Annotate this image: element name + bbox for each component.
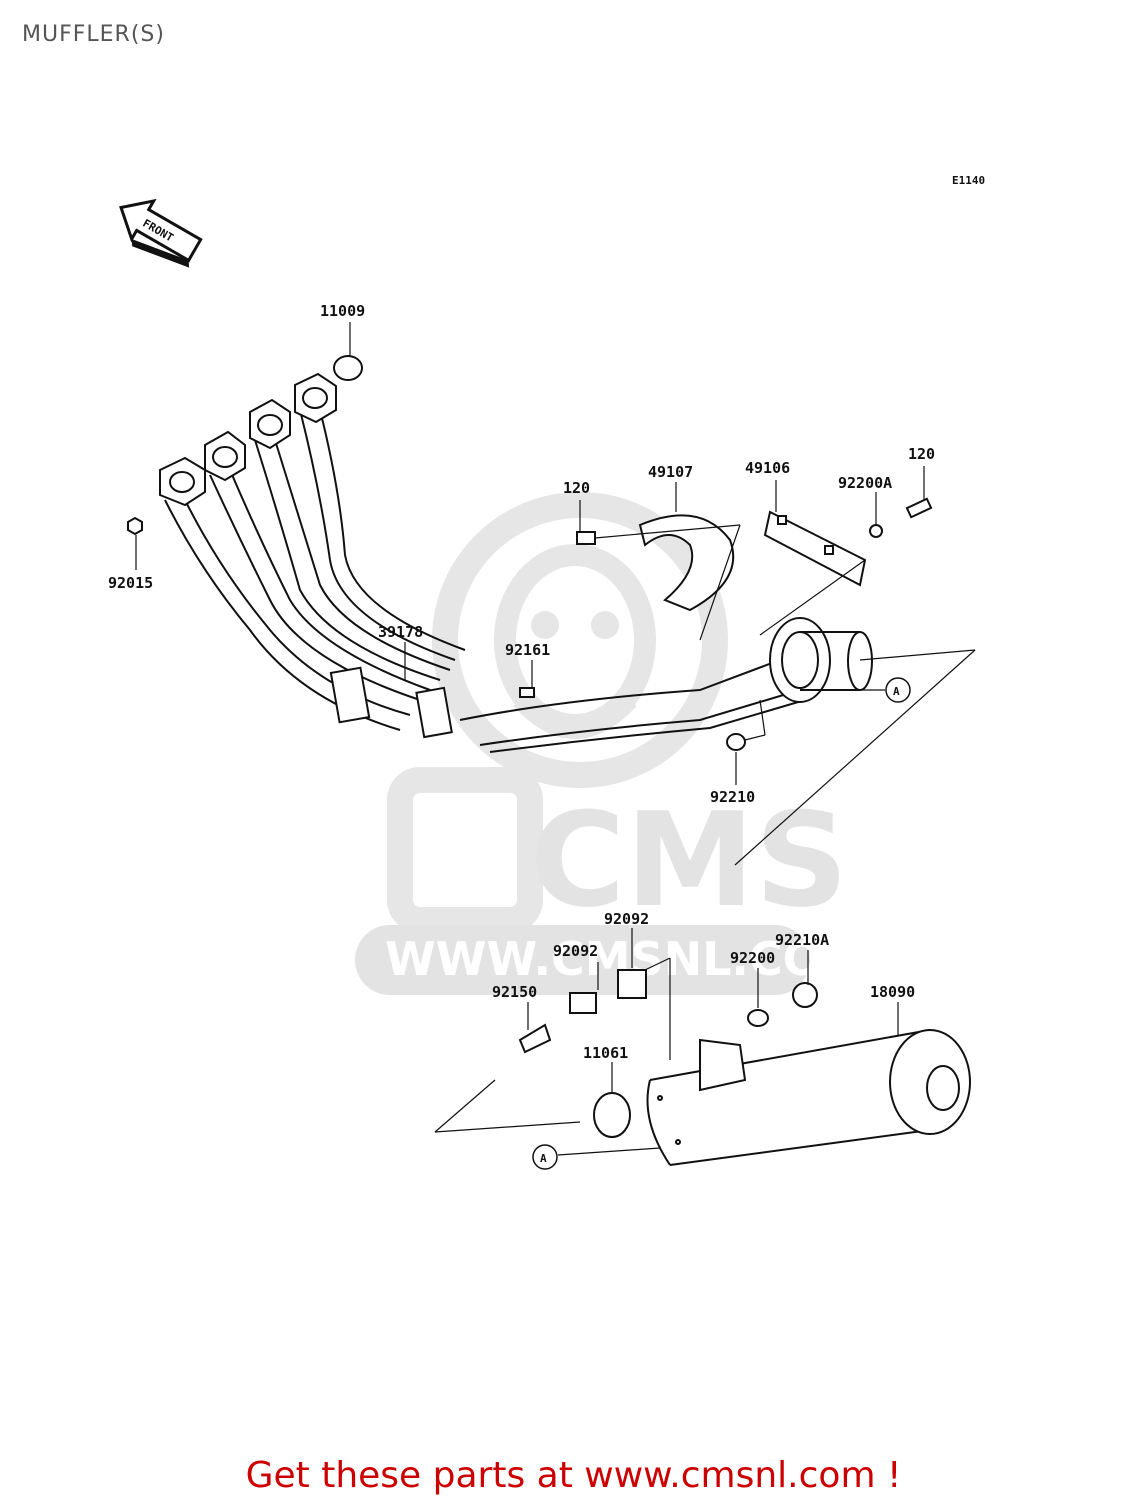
label-92150: 92150 [492, 983, 537, 1001]
label-92200: 92200 [730, 949, 775, 967]
label-18090: 18090 [870, 983, 915, 1001]
rubber-92092-a [569, 992, 597, 1014]
svg-text:A: A [893, 685, 900, 698]
hardware [127, 355, 933, 751]
part-labels: 11009 92015 39178 92161 120 49107 49106 … [108, 302, 935, 1062]
heat-guard-49107 [638, 514, 735, 612]
label-92200A: 92200A [838, 474, 892, 492]
washer-92200A [869, 524, 883, 538]
leader-lines [135, 322, 976, 1156]
gasket-11009 [333, 355, 363, 381]
label-92210: 92210 [710, 788, 755, 806]
ref-marker-a-upper: A [885, 677, 911, 703]
label-92015: 92015 [108, 574, 153, 592]
label-92092-upper: 92092 [604, 910, 649, 928]
label-120-b: 120 [908, 445, 935, 463]
label-92161: 92161 [505, 641, 550, 659]
gasket-11061 [593, 1092, 631, 1138]
label-120-a: 120 [563, 479, 590, 497]
nut-92015 [127, 516, 143, 536]
bolt-92150 [518, 1023, 552, 1054]
nut-92210 [726, 733, 746, 751]
svg-text:A: A [540, 1152, 547, 1165]
label-92092-lower: 92092 [553, 942, 598, 960]
page-title: MUFFLER(S) [22, 22, 165, 47]
exhaust-header-39178 [159, 372, 873, 753]
diagram-code: E1140 [952, 174, 985, 187]
label-11009: 11009 [320, 302, 365, 320]
clip-92161 [519, 687, 535, 698]
label-11061: 11061 [583, 1044, 628, 1062]
label-49107: 49107 [648, 463, 693, 481]
exploded-parts-diagram: CMS WWW.CMSNL.COM E1140 FRONT [108, 174, 985, 1170]
bolt-120-a [576, 531, 596, 545]
label-39178: 39178 [378, 623, 423, 641]
washer-92200 [747, 1009, 769, 1027]
label-49106: 49106 [745, 459, 790, 477]
bolt-120-b [905, 497, 933, 519]
watermark: CMS WWW.CMSNL.COM [355, 492, 868, 995]
silencer-18090 [646, 1029, 971, 1166]
ref-marker-a-lower: A [532, 1144, 558, 1170]
label-92210A: 92210A [775, 931, 829, 949]
nut-92210A [792, 982, 818, 1008]
rubber-92092-b [617, 969, 647, 999]
muffler-hardware [518, 969, 818, 1138]
footer-promo-text[interactable]: Get these parts at www.cmsnl.com ! [245, 1455, 902, 1496]
heat-guard-49106 [763, 510, 867, 587]
front-arrow-icon: FRONT [119, 198, 203, 268]
watermark-brand: CMS [530, 784, 848, 936]
